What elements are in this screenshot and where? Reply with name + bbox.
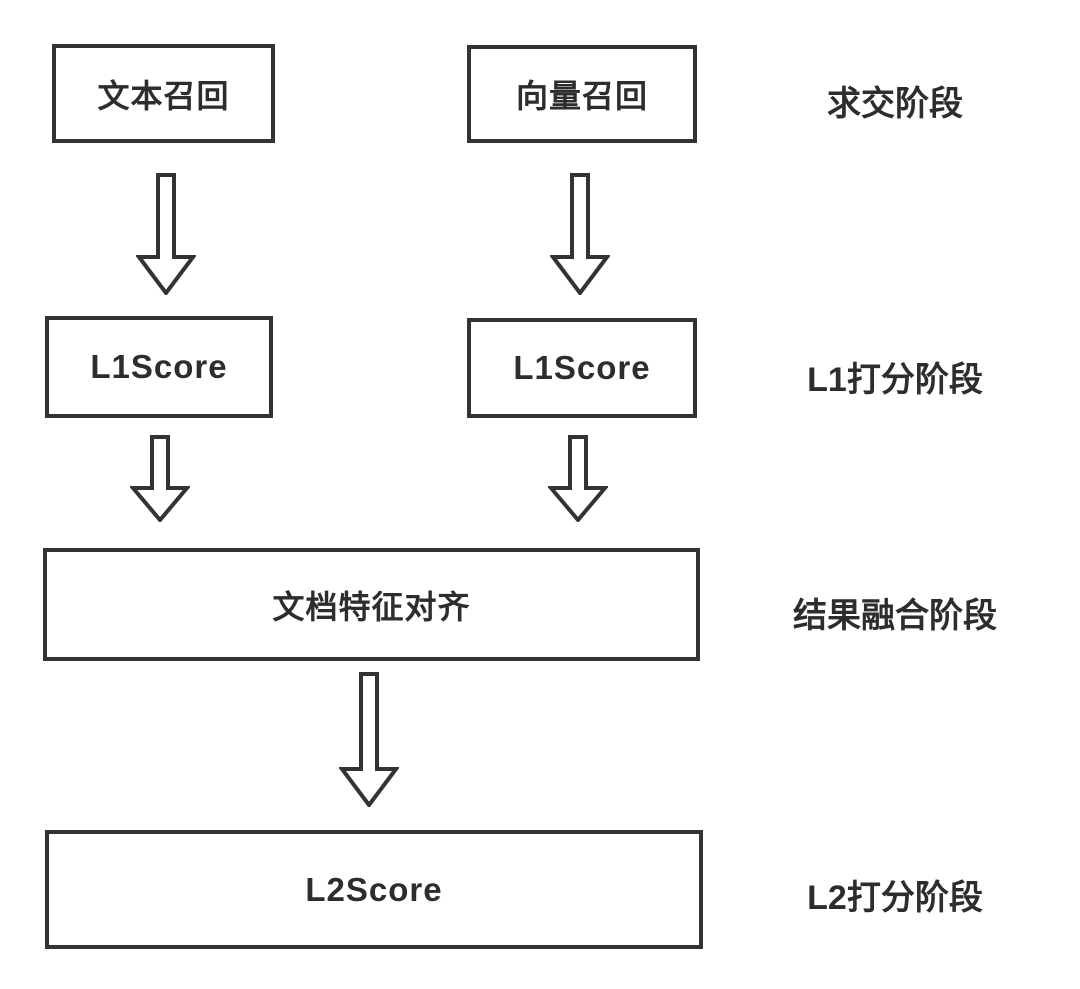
- down-arrow-icon: [130, 435, 190, 522]
- node-l1-score-left: L1Score: [45, 316, 273, 418]
- stage-label-l2-scoring: L2打分阶段: [807, 879, 983, 917]
- stage-label-l1-scoring: L1打分阶段: [807, 361, 983, 399]
- down-arrow-icon: [550, 173, 610, 295]
- node-text-recall: 文本召回: [52, 44, 275, 143]
- node-l1-score-right-label: L1Score: [513, 349, 651, 386]
- node-vector-recall-label: 向量召回: [515, 78, 648, 114]
- node-doc-feature-align: 文档特征对齐: [43, 548, 700, 661]
- node-text-recall-label: 文本召回: [97, 77, 230, 114]
- down-arrow-icon: [136, 173, 196, 295]
- node-l2-score-label: L2Score: [305, 870, 443, 908]
- node-l1-score-left-label: L1Score: [90, 348, 228, 385]
- down-arrow-icon: [339, 672, 399, 807]
- node-vector-recall: 向量召回: [467, 45, 697, 143]
- stage-label-result-fusion: 结果融合阶段: [793, 597, 997, 635]
- node-doc-feature-align-label: 文档特征对齐: [272, 588, 471, 625]
- stage-label-intersection: 求交阶段: [827, 85, 963, 123]
- node-l1-score-right: L1Score: [467, 318, 697, 418]
- node-l2-score: L2Score: [45, 830, 703, 949]
- down-arrow-icon: [548, 435, 608, 522]
